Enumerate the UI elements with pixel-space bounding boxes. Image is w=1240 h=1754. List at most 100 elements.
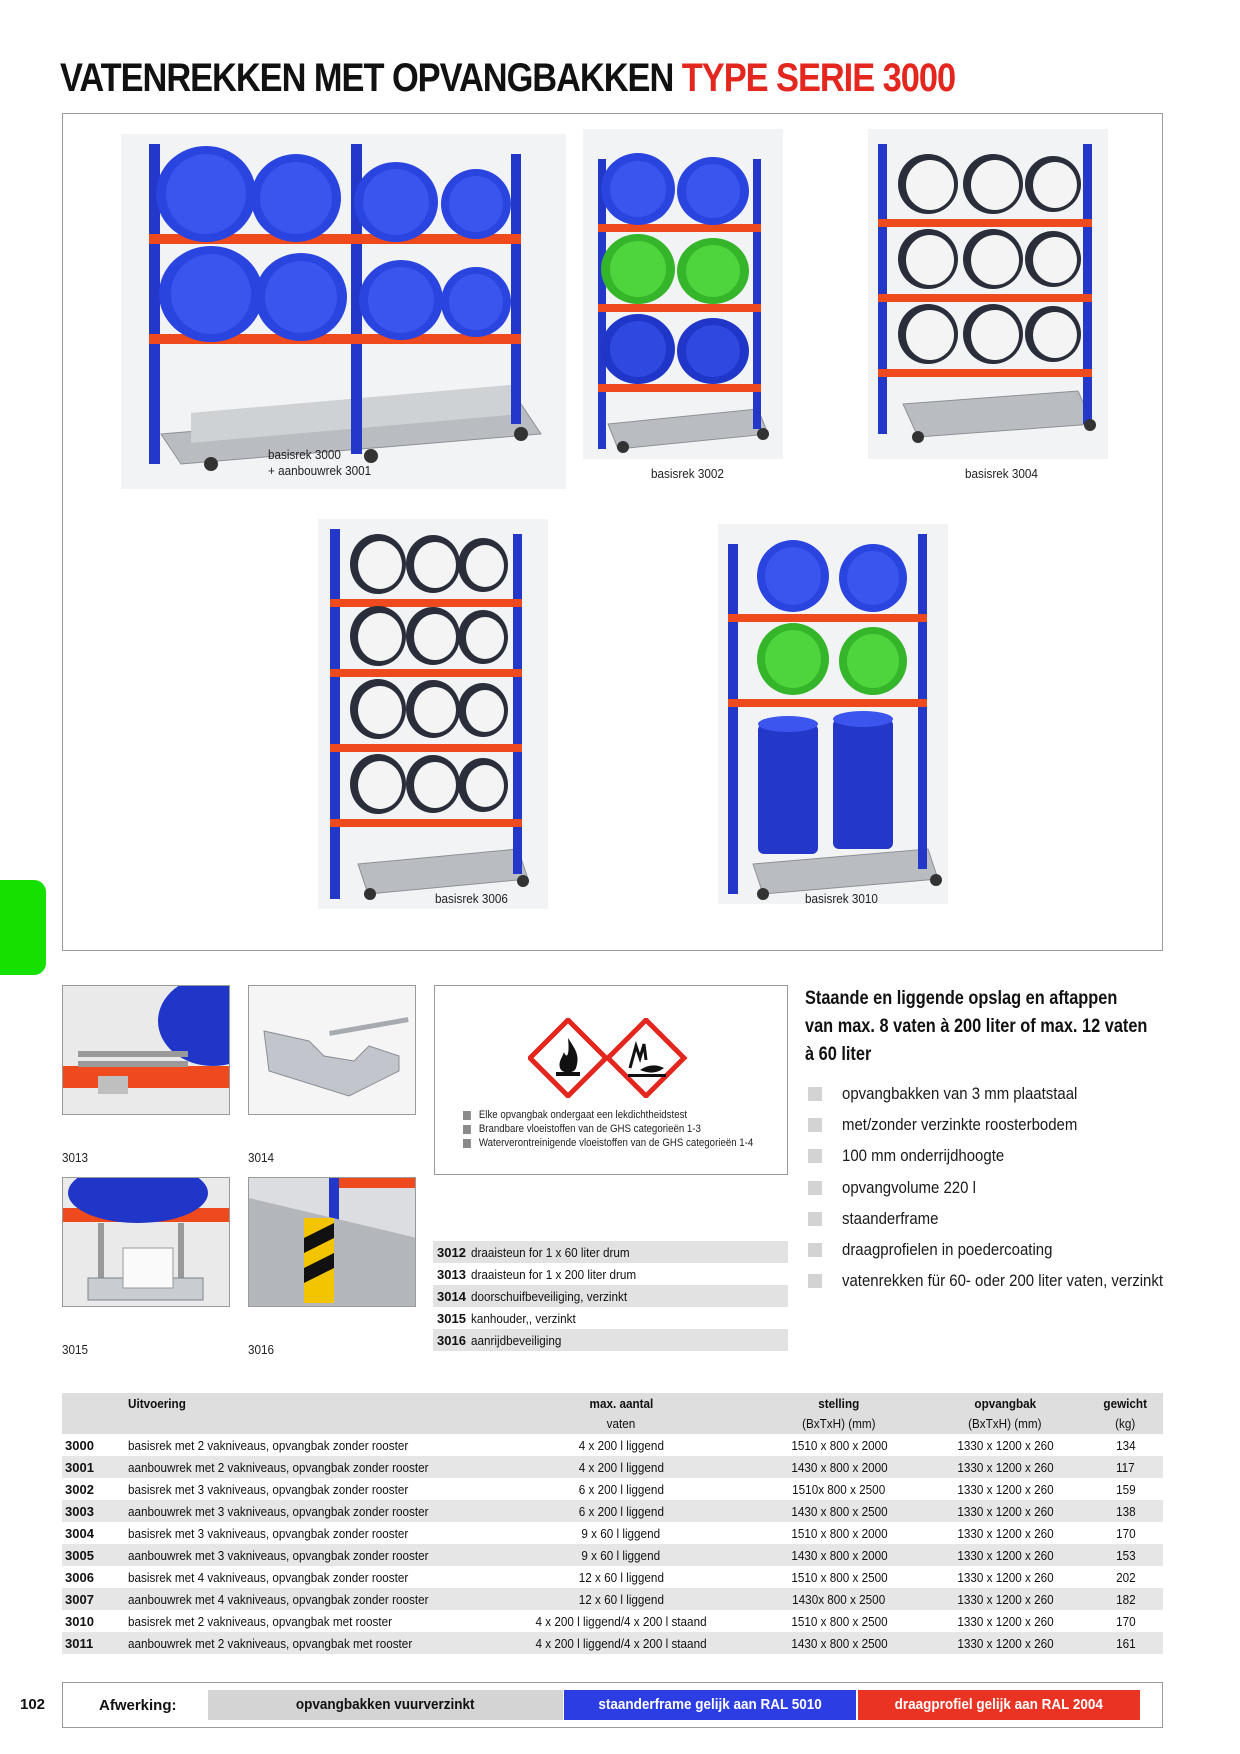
feature-item: draagprofielen in poedercoating <box>808 1234 1207 1265</box>
feature-item: met/zonder verzinkte roosterbodem <box>808 1109 1207 1140</box>
table-row: 3000 basisrek met 2 vakniveaus, opvangbak… <box>62 1434 1163 1456</box>
table-cell: 6 x 200 l liggend <box>578 1481 664 1497</box>
features-heading: Staande en liggende opslag en aftappen v… <box>805 988 1148 1065</box>
table-cell: aanbouwrek met 2 vakniveaus, opvangbak z… <box>128 1456 486 1478</box>
table-cell: 117 <box>1088 1456 1163 1478</box>
table-cell: 9 x 60 l liggend <box>581 1525 661 1541</box>
table-cell: 3006 <box>65 1569 94 1585</box>
accessory-image-3013 <box>62 985 230 1115</box>
caption-3006: basisrek 3006 <box>435 891 508 906</box>
table-cell: 1330 x 1200 x 260 <box>956 1437 1054 1453</box>
table-cell: 1430 x 800 x 2500 <box>756 1632 922 1654</box>
accessory-image-3015 <box>62 1177 230 1307</box>
table-cell: 1510 x 800 x 2500 <box>790 1613 888 1629</box>
rack-photo-3002 <box>583 129 783 459</box>
table-cell: 3003 <box>62 1500 128 1522</box>
table-cell: 1510 x 800 x 2500 <box>790 1569 888 1585</box>
ghs-pictograms <box>528 1018 688 1098</box>
table-cell: 3000 <box>65 1437 94 1453</box>
table-cell: basisrek met 3 vakniveaus, opvangbak zon… <box>128 1525 409 1541</box>
table-cell: basisrek met 2 vakniveaus, opvangbak met… <box>128 1613 393 1629</box>
table-cell: 9 x 60 l liggend <box>486 1544 756 1566</box>
caption-3004: basisrek 3004 <box>965 466 1038 481</box>
specification-table: Uitvoering max. aantal stelling opvangba… <box>62 1393 1163 1654</box>
bullet-square-icon <box>808 1149 822 1164</box>
table-cell: aanbouwrek met 4 vakniveaus, opvangbak z… <box>128 1588 486 1610</box>
hazard-note: Brandbare vloeistoffen van de GHS catego… <box>463 1122 753 1136</box>
accessory-image-3014 <box>248 985 416 1115</box>
product-photo-panel: basisrek 3000 + aanbouwrek 3001 basisrek… <box>62 113 1163 951</box>
caption-3010: basisrek 3010 <box>805 891 878 906</box>
hazard-note: Elke opvangbak ondergaat een lekdichthei… <box>463 1108 753 1122</box>
table-cell: 182 <box>1088 1588 1163 1610</box>
table-cell: 1330 x 1200 x 260 <box>922 1632 1088 1654</box>
table-cell: 161 <box>1088 1632 1163 1654</box>
table-cell: 3007 <box>62 1588 128 1610</box>
hazard-notes: Elke opvangbak ondergaat een lekdichthei… <box>463 1108 793 1150</box>
table-cell: 1330 x 1200 x 260 <box>956 1569 1054 1585</box>
table-cell: 4 x 200 l liggend <box>486 1456 756 1478</box>
finish-label: Afwerking: <box>99 1697 177 1714</box>
table-cell: 170 <box>1115 1525 1136 1541</box>
table-cell: 4 x 200 l liggend/4 x 200 l staand <box>535 1613 707 1629</box>
table-cell: 1510x 800 x 2500 <box>792 1481 886 1497</box>
bullet-square-icon <box>808 1243 822 1258</box>
table-cell: 138 <box>1088 1500 1163 1522</box>
page-title: VATENREKKEN MET OPVANGBAKKEN TYPE SERIE … <box>60 56 956 101</box>
finish-beam: draagprofiel gelijk aan RAL 2004 <box>858 1690 1140 1720</box>
table-cell: 12 x 60 l liggend <box>486 1588 756 1610</box>
table-cell: 1330 x 1200 x 260 <box>956 1481 1054 1497</box>
title-main: VATENREKKEN MET OPVANGBAKKEN <box>60 56 674 100</box>
table-cell: 3005 <box>62 1544 128 1566</box>
rack-photo-3000-3001 <box>121 134 566 489</box>
bullet-square-icon <box>808 1117 822 1132</box>
table-cell: basisrek met 4 vakniveaus, opvangbak zon… <box>128 1569 409 1585</box>
table-subheader-row: vaten (BxTxH) (mm) (BxTxH) (mm) (kg) <box>62 1413 1163 1434</box>
feature-item: staanderframe <box>808 1203 1207 1234</box>
table-cell: 1330 x 1200 x 260 <box>922 1456 1088 1478</box>
table-row: 3006 basisrek met 4 vakniveaus, opvangbak… <box>62 1566 1163 1588</box>
accessory-image-3016 <box>248 1177 416 1307</box>
page-number: 102 <box>20 1696 46 1713</box>
table-cell: 1430 x 800 x 2000 <box>756 1456 922 1478</box>
finish-frame: staanderframe gelijk aan RAL 5010 <box>564 1690 856 1720</box>
table-cell: basisrek met 2 vakniveaus, opvangbak zon… <box>128 1437 409 1453</box>
accessory-label-3016: 3016 <box>248 1342 275 1357</box>
table-cell: 3001 <box>62 1456 128 1478</box>
table-cell: 1330 x 1200 x 260 <box>922 1588 1088 1610</box>
table-header-row: Uitvoering max. aantal stelling opvangba… <box>62 1393 1163 1413</box>
table-cell: 1330 x 1200 x 260 <box>956 1613 1054 1629</box>
hazard-info-box: Elke opvangbak ondergaat een lekdichthei… <box>434 985 788 1175</box>
bullet-square-icon <box>808 1211 822 1226</box>
section-tab <box>0 880 46 975</box>
rack-photo-3006 <box>318 519 548 909</box>
table-cell: 3011 <box>62 1632 128 1654</box>
table-cell: 1510 x 800 x 2000 <box>790 1525 888 1541</box>
title-series: TYPE SERIE 3000 <box>681 56 956 100</box>
feature-item: opvangvolume 220 l <box>808 1172 1207 1203</box>
table-cell: 12 x 60 l liggend <box>578 1569 664 1585</box>
feature-item: opvangbakken van 3 mm plaatstaal <box>808 1078 1207 1109</box>
caption-3002: basisrek 3002 <box>651 466 724 481</box>
features-list: opvangbakken van 3 mm plaatstaal met/zon… <box>808 1078 1207 1297</box>
table-cell: aanbouwrek met 3 vakniveaus, opvangbak z… <box>128 1500 486 1522</box>
table-cell: 1330 x 1200 x 260 <box>922 1500 1088 1522</box>
bullet-square-icon <box>808 1086 822 1101</box>
accessory-label-3015: 3015 <box>62 1342 89 1357</box>
accessory-label-3014: 3014 <box>248 1150 275 1165</box>
caption-3000: basisrek 3000 + aanbouwrek 3001 <box>268 447 372 478</box>
table-cell: basisrek met 3 vakniveaus, opvangbak zon… <box>128 1481 409 1497</box>
feature-item: 100 mm onderrijdhoogte <box>808 1141 1207 1172</box>
table-cell: 6 x 200 l liggend <box>486 1500 756 1522</box>
